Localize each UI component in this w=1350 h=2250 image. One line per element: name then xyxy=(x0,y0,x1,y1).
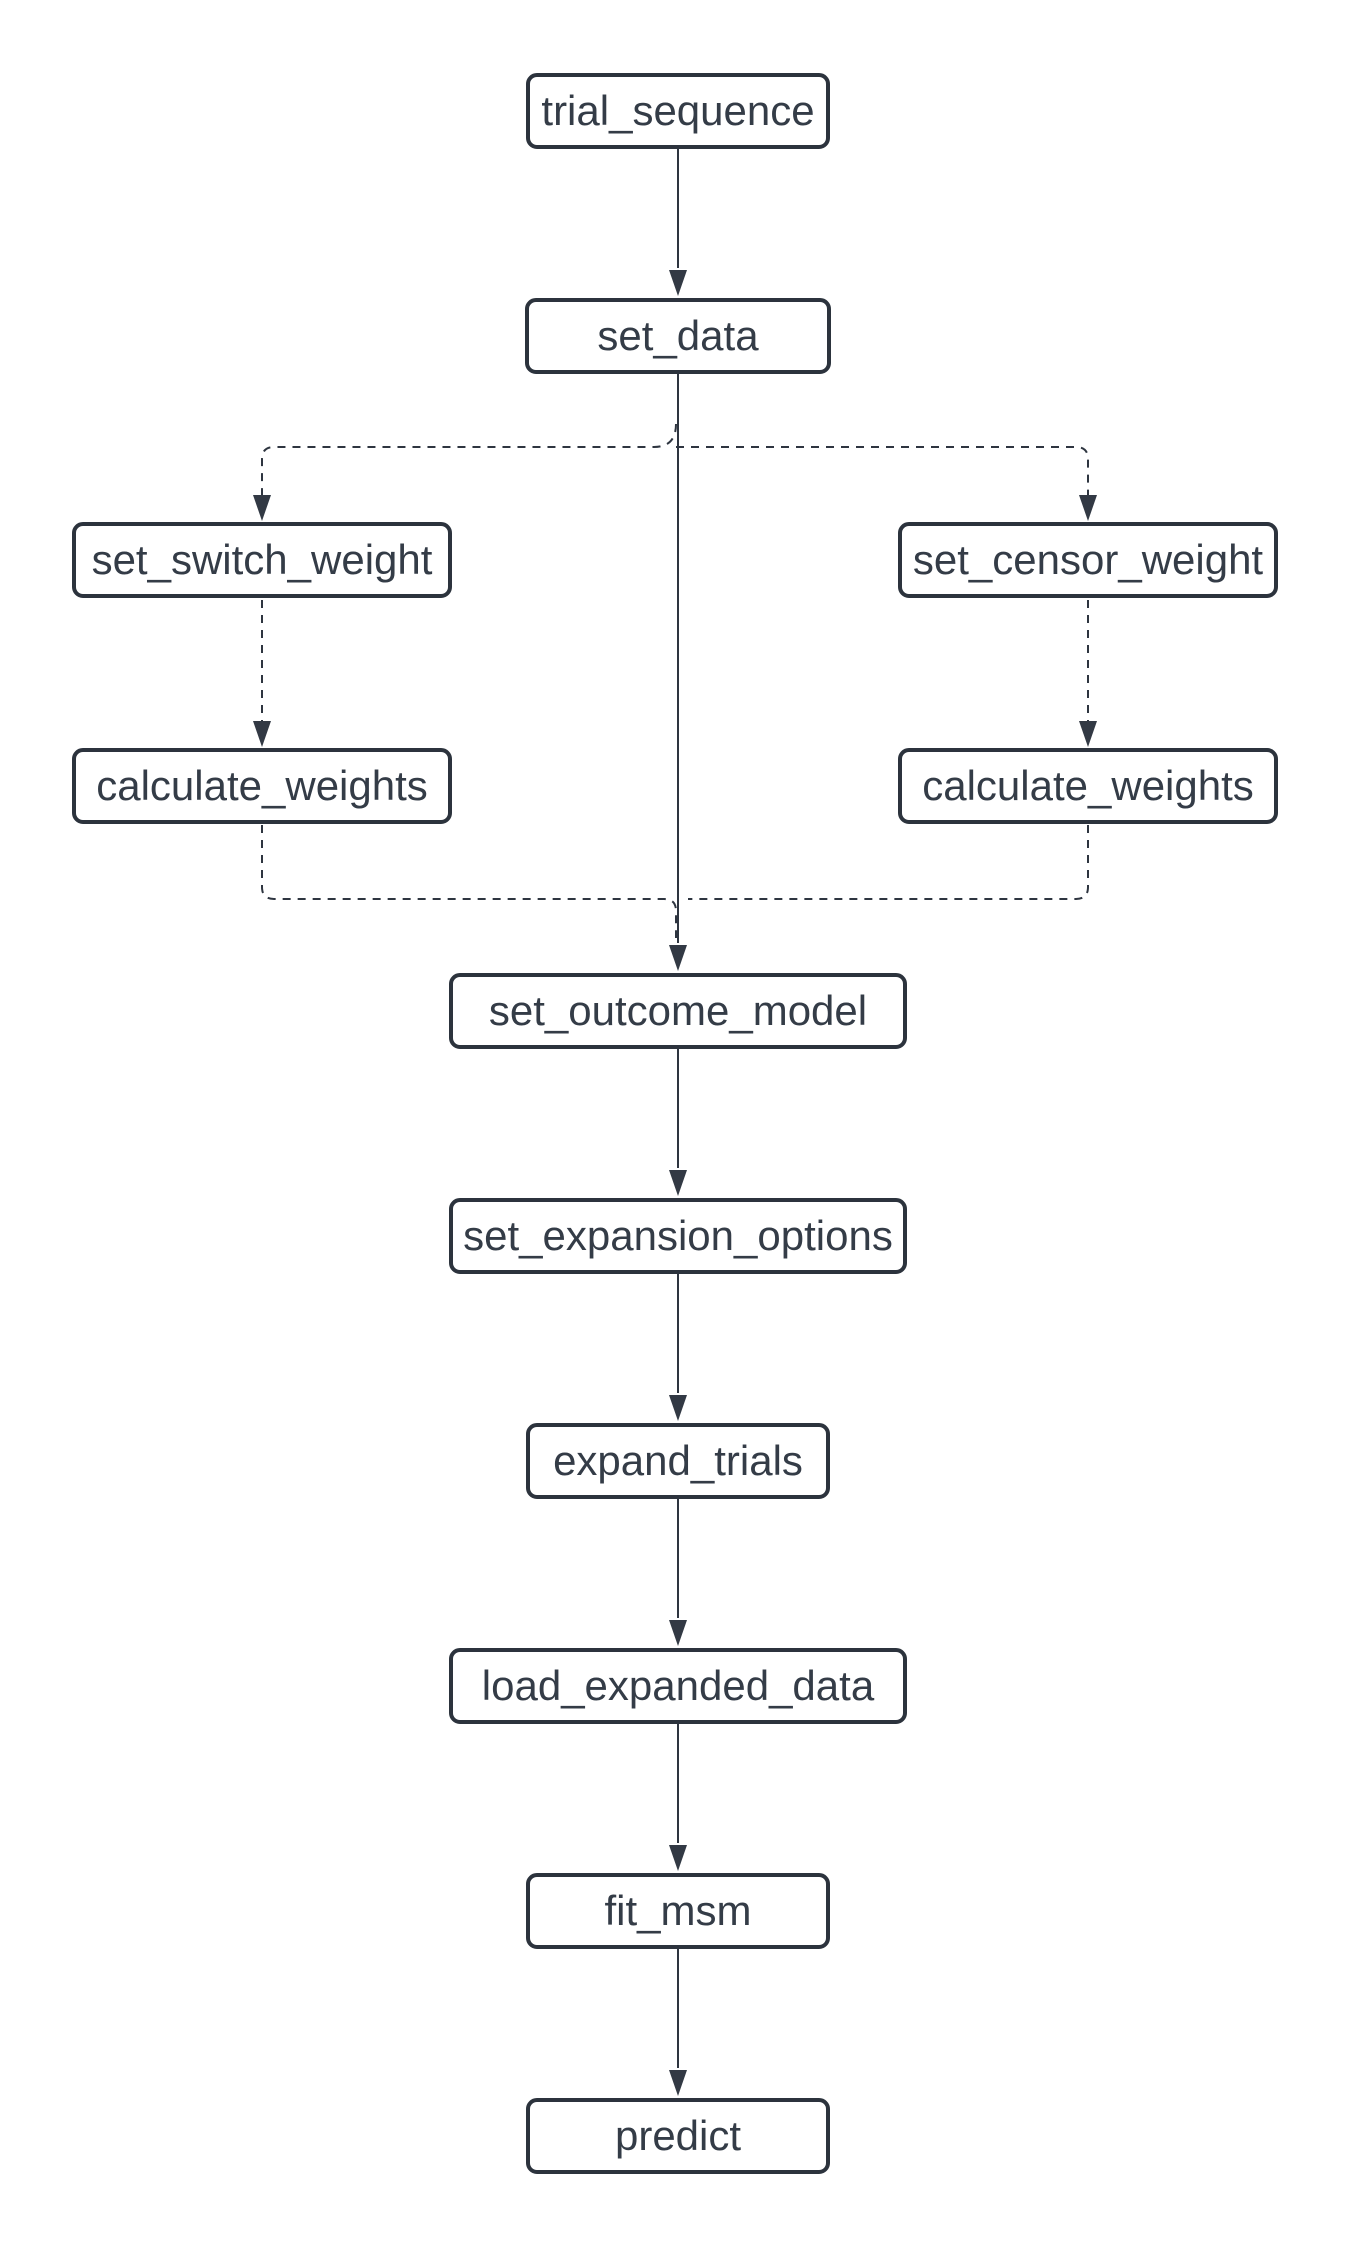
arrowhead-set-censor-weight xyxy=(1079,495,1097,521)
arrowhead-predict xyxy=(669,2070,687,2096)
arrowhead-set-outcome-model xyxy=(669,945,687,971)
edge-set-data-to-set-censor-weight xyxy=(676,446,1089,495)
node-set-censor-weight: set_censor_weight xyxy=(898,522,1278,598)
edge-calculate-weights-left-to-set-outcome-model xyxy=(261,825,677,938)
arrowhead-set-expansion-options xyxy=(669,1170,687,1196)
node-calculate-weights-left: calculate_weights xyxy=(72,748,452,824)
node-set-expansion-options: set_expansion_options xyxy=(449,1198,907,1274)
node-load-expanded-data: load_expanded_data xyxy=(449,1648,907,1724)
node-set-data: set_data xyxy=(525,298,831,374)
node-expand-trials: expand_trials xyxy=(526,1423,830,1499)
arrowhead-load-expanded-data xyxy=(669,1620,687,1646)
arrowhead-calculate-weights-right xyxy=(1079,721,1097,747)
arrowhead-set-data xyxy=(669,270,687,296)
node-fit-msm: fit_msm xyxy=(526,1873,830,1949)
edge-set-data-to-set-switch-weight xyxy=(261,423,677,495)
edge-calculate-weights-right-to-set-outcome-model xyxy=(688,825,1089,900)
arrowhead-calculate-weights-left xyxy=(253,721,271,747)
arrowhead-expand-trials xyxy=(669,1395,687,1421)
node-set-outcome-model: set_outcome_model xyxy=(449,973,907,1049)
node-predict: predict xyxy=(526,2098,830,2174)
arrowhead-fit-msm xyxy=(669,1845,687,1871)
node-trial-sequence: trial_sequence xyxy=(526,73,830,149)
arrowhead-set-switch-weight xyxy=(253,495,271,521)
node-calculate-weights-right: calculate_weights xyxy=(898,748,1278,824)
node-set-switch-weight: set_switch_weight xyxy=(72,522,452,598)
